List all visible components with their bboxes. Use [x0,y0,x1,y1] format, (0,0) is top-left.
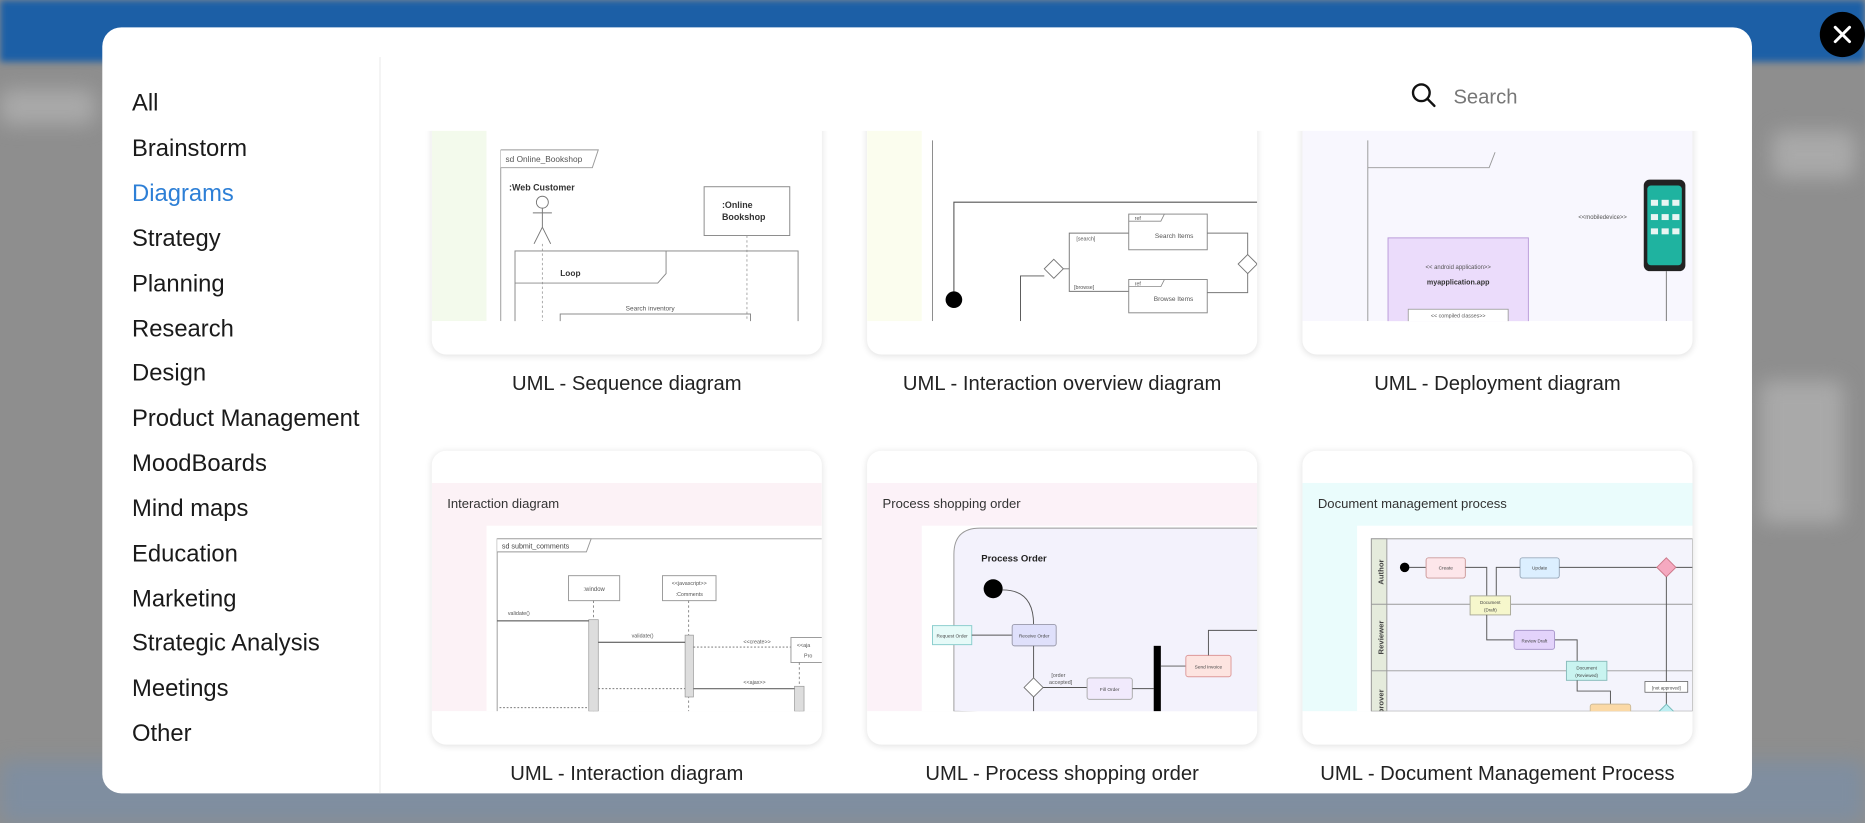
search-input[interactable] [1451,84,1694,111]
search-bar[interactable] [1411,81,1720,114]
close-icon [1833,25,1852,44]
sidebar-item-mind-maps[interactable]: Mind maps [132,495,249,523]
svg-text:Process shopping order: Process shopping order [883,496,1022,511]
template-card-interaction-overview[interactable]: ref Search Items ref Browse Items [searc… [867,130,1258,355]
template-card-interaction[interactable]: Interaction diagram sd submit_comments :… [431,450,822,745]
template-title[interactable]: UML - Sequence diagram [511,372,742,395]
svg-text:Receive Order: Receive Order [1019,634,1050,640]
svg-text:Document management process: Document management process [1318,496,1507,511]
sidebar-item-planning[interactable]: Planning [132,271,225,298]
svg-text:<<ajax>>: <<ajax>> [743,680,765,686]
svg-text::Comments: :Comments [676,592,704,598]
svg-text:<<aja: <<aja [797,643,810,649]
sidebar-item-all[interactable]: All [132,90,159,117]
svg-text:Document: Document [1480,600,1501,605]
svg-text:Loop: Loop [560,268,580,278]
svg-text:Interaction diagram: Interaction diagram [447,496,559,511]
sidebar-item-strategic-analysis[interactable]: Strategic Analysis [132,630,320,657]
sidebar-item-research[interactable]: Research [132,316,234,343]
template-card-deployment[interactable]: <<mobiledevice>> << android application>… [1302,130,1693,355]
template-title[interactable]: UML - Interaction overview diagram [902,372,1222,395]
svg-text:<<create>>: <<create>> [743,639,770,645]
template-picker-modal: All Brainstorm Diagrams Strategy Plannin… [102,27,1752,794]
template-card-sequence[interactable]: sd Online_Bookshop :Web Customer :Online… [431,130,822,355]
blurred-background [1760,380,1844,524]
svg-text:Search inventory: Search inventory [626,305,676,312]
sidebar-item-education[interactable]: Education [132,541,238,568]
svg-text:Search Items: Search Items [1155,233,1194,240]
svg-text:(Reviewed): (Reviewed) [1575,673,1598,678]
sidebar-item-design[interactable]: Design [132,360,207,387]
thumbnail-document-management-process: Document management process Author Revie… [1302,482,1693,712]
svg-text:myapplication.app: myapplication.app [1427,278,1490,286]
svg-text:validate(): validate() [632,634,654,640]
blurred-background [1772,130,1856,179]
svg-text:ref: ref [1135,216,1142,222]
svg-text:Approver: Approver [1376,689,1385,711]
sidebar-item-strategy[interactable]: Strategy [132,225,221,253]
svg-text:Author: Author [1376,559,1385,584]
sidebar-item-product-management[interactable]: Product Management [132,405,360,432]
template-card-document-management[interactable]: Document management process Author Revie… [1302,450,1693,745]
template-title[interactable]: UML - Deployment diagram [1374,372,1621,395]
svg-text:sd submit_comments: sd submit_comments [502,542,570,550]
sidebar-item-brainstorm[interactable]: Brainstorm [132,135,248,162]
svg-text:<< android application>>: << android application>> [1426,265,1492,271]
svg-text:Document: Document [1576,666,1597,671]
template-card-process-shopping-order[interactable]: Process shopping order Process Order Req… [867,450,1258,745]
svg-text:Send Invoice: Send Invoice [1195,664,1223,670]
svg-text:Request Order: Request Order [937,634,969,640]
svg-text:[browse]: [browse] [1074,285,1095,291]
svg-text:(Draft): (Draft) [1484,607,1497,612]
svg-text:Process Order: Process Order [981,553,1047,564]
svg-text:Pro: Pro [804,654,812,660]
template-title[interactable]: UML - Process shopping order [925,762,1199,786]
sidebar-item-moodboards[interactable]: MoodBoards [132,450,267,477]
svg-text:ref: ref [1135,281,1142,287]
thumbnail-process-shopping-order: Process shopping order Process Order Req… [867,482,1258,712]
svg-text:Fill Order: Fill Order [1100,687,1120,693]
svg-text::Web Customer: :Web Customer [509,182,575,192]
svg-text::Online: :Online [722,200,753,210]
blurred-logo [0,89,96,125]
thumbnail-deployment-diagram: <<mobiledevice>> << android application>… [1302,130,1693,322]
svg-text:Create: Create [1439,566,1454,572]
close-button[interactable] [1819,11,1865,58]
svg-text::window: :window [583,587,605,593]
svg-text:<<mobiledevice>>: <<mobiledevice>> [1578,215,1627,221]
svg-text:accepted]: accepted] [1049,680,1073,686]
svg-text:Bookshop: Bookshop [722,212,766,222]
thumbnail-interaction-diagram: Interaction diagram sd submit_comments :… [431,482,822,712]
svg-text:<< compiled classes>>: << compiled classes>> [1431,314,1486,320]
thumbnail-interaction-overview-diagram: ref Search Items ref Browse Items [searc… [867,130,1258,322]
svg-text:Browse Items: Browse Items [1154,296,1194,303]
template-grid[interactable]: sd Online_Bookshop :Web Customer :Online… [381,130,1752,793]
svg-text:Update: Update [1532,566,1548,572]
sidebar-item-meetings[interactable]: Meetings [132,675,229,702]
svg-text:[order: [order [1051,673,1065,679]
svg-text:<<javascript>>: <<javascript>> [672,581,707,587]
sidebar-item-marketing[interactable]: Marketing [132,586,237,613]
svg-text:validate(): validate() [508,611,530,617]
sidebar-item-diagrams[interactable]: Diagrams [132,180,234,207]
template-title[interactable]: UML - Document Management Process [1320,762,1675,786]
thumbnail-sequence-diagram: sd Online_Bookshop :Web Customer :Online… [431,130,822,322]
svg-text:[not approved]: [not approved] [1652,685,1681,690]
svg-text:Review Draft: Review Draft [1521,638,1548,643]
template-title[interactable]: UML - Interaction diagram [510,762,744,786]
search-icon[interactable] [1411,81,1437,113]
svg-text:[search]: [search] [1076,236,1096,242]
svg-text:Reviewer: Reviewer [1376,621,1385,655]
sidebar-item-other[interactable]: Other [132,720,192,747]
svg-text:sd Online_Bookshop: sd Online_Bookshop [505,154,582,164]
sidebar-divider [379,57,381,794]
